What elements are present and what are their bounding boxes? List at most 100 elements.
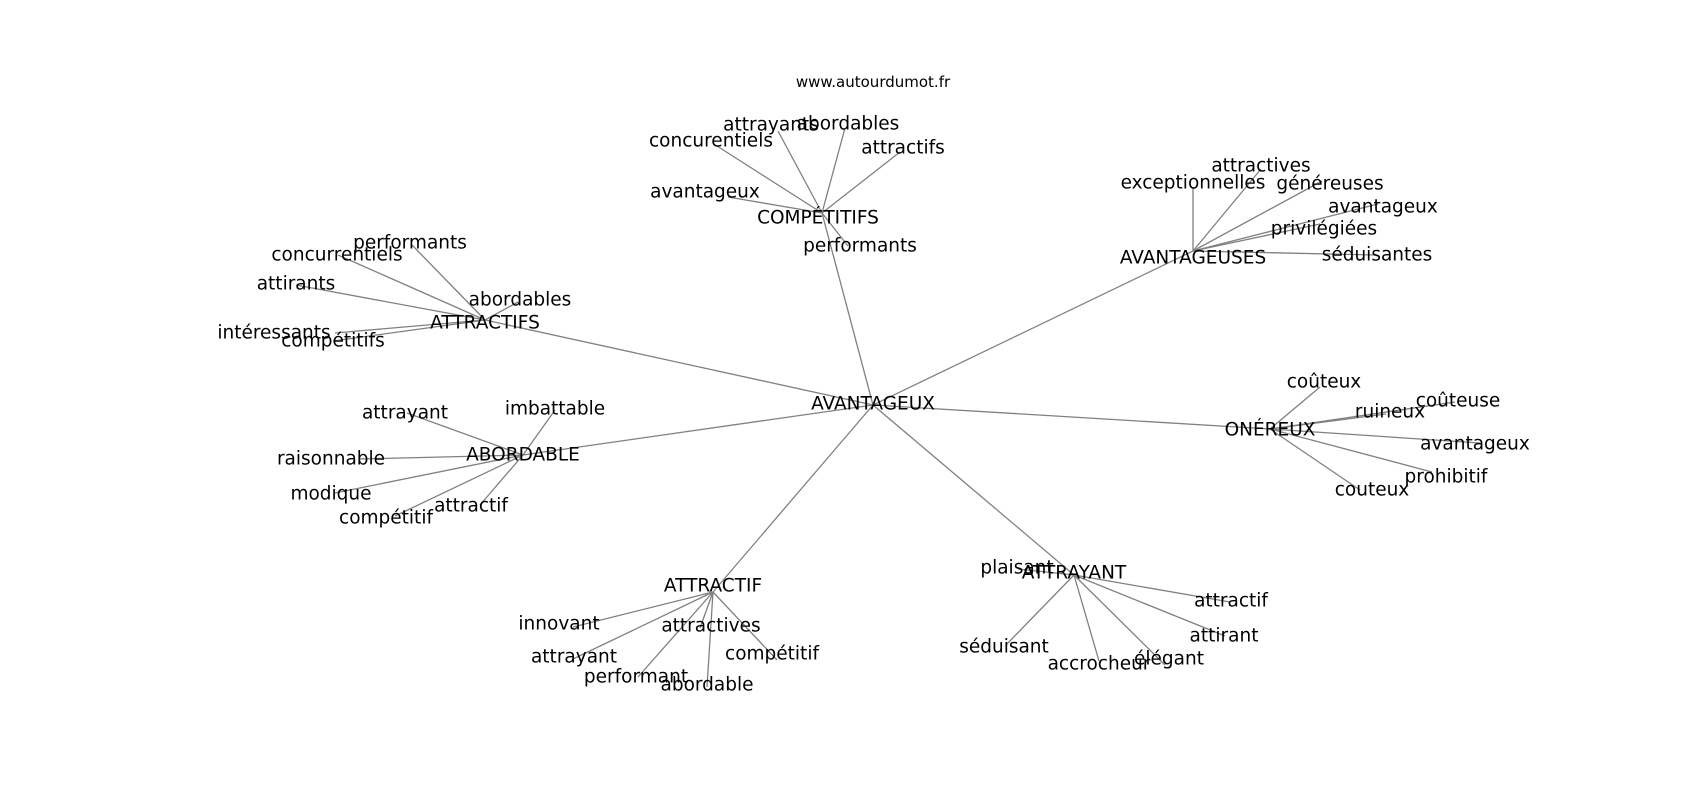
leaf-node-label-plaisant: plaisant <box>980 558 1053 579</box>
edge-attractif-to-attractives <box>699 591 714 629</box>
edge-onereux-to-ruineux <box>1269 413 1387 430</box>
hub-node-label-onereux: ONÉREUX <box>1225 419 1316 441</box>
leaf-node-label-privilegiees: privilégiées <box>1271 219 1377 240</box>
edge-center-to-onereux <box>872 404 1271 430</box>
edge-attractifs-to-performants <box>411 244 486 321</box>
edge-abordable-to-attractif <box>479 454 524 506</box>
edge-abordable-to-competitif <box>394 454 524 517</box>
leaf-node-label-performant: performant <box>584 667 688 688</box>
edge-abordable-to-raisonnable <box>359 454 524 460</box>
leaf-node-label-prohibitif: prohibitif <box>1405 467 1488 488</box>
leaf-node-label-attrayants: attrayants <box>723 115 819 136</box>
leaf-node-label-competitifs: compétitifs <box>281 331 385 352</box>
leaf-node-label-concurentiels: concurentiels <box>649 131 773 152</box>
edge-competitifs-to-concurentiels <box>716 145 823 214</box>
hub-node-label-avantageuses: AVANTAGEUSES <box>1120 248 1266 269</box>
edge-onereux-to-couteux <box>1269 386 1321 430</box>
leaf-node-label-couteuse: coûteuse <box>1416 391 1501 412</box>
leaf-node-label-attirants: attirants <box>257 274 336 295</box>
leaf-node-label-accrocheur: accrocheur <box>1048 654 1151 675</box>
edge-attractif-to-competitif <box>712 591 778 661</box>
leaf-node-label-attractif: attractif <box>434 496 508 517</box>
leaf-node-label-avantageux: avantageux <box>650 182 760 203</box>
edge-attractif-to-performant <box>637 591 714 678</box>
edge-attractif-to-attrayant <box>572 591 714 660</box>
edge-center-to-competitifs <box>821 212 874 406</box>
leaf-node-label-competitif: compétitif <box>725 644 819 665</box>
edge-attrayant-to-attirant <box>1073 574 1226 637</box>
leaf-node-label-concurrentiels: concurrentiels <box>271 245 402 266</box>
edge-onereux-to-couteux <box>1269 428 1361 491</box>
edge-competitifs-to-performants <box>821 212 849 247</box>
edge-competitifs-to-abordables <box>821 127 846 214</box>
source-url: www.autourdumot.fr <box>796 73 951 91</box>
leaf-node-label-couteux: coûteux <box>1287 372 1362 393</box>
leaf-node-label-abordables: abordables <box>469 290 572 311</box>
edge-attrayant-to-accrocheur <box>1073 574 1100 662</box>
edge-avantageuses-to-seduisantes <box>1192 250 1376 256</box>
leaf-node-label-interessants: intéressants <box>217 323 330 344</box>
edge-attractifs-to-attirants <box>295 284 486 321</box>
leaf-node-label-avantageux: avantageux <box>1420 434 1530 455</box>
graph-labels: AVANTAGEUXCOMPÉTITIFSconcurentielsattray… <box>217 114 1530 696</box>
edge-onereux-to-prohibitif <box>1269 428 1433 473</box>
leaf-node-label-attrayant: attrayant <box>531 647 617 668</box>
leaf-node-label-avantageux: avantageux <box>1328 197 1438 218</box>
leaf-node-label-imbattable: imbattable <box>505 399 605 420</box>
edge-abordable-to-attrayant <box>406 412 524 456</box>
leaf-node-label-raisonnable: raisonnable <box>277 449 385 470</box>
hub-node-label-attractif: ATTRACTIF <box>664 576 762 597</box>
edge-attrayant-to-attractif <box>1073 574 1231 603</box>
leaf-node-label-attrayant: attrayant <box>362 403 448 424</box>
edge-onereux-to-avantageux <box>1269 428 1481 444</box>
leaf-node-label-innovant: innovant <box>518 614 599 635</box>
edge-attrayant-to-elegant <box>1073 574 1166 666</box>
edge-attractif-to-innovant <box>572 591 714 628</box>
leaf-node-label-attractives: attractives <box>1211 156 1310 177</box>
hub-node-label-attrayant: ATTRAYANT <box>1022 563 1127 584</box>
edge-avantageuses-to-avantageux <box>1192 203 1379 252</box>
edge-center-to-attractifs <box>484 319 874 406</box>
leaf-node-label-competitif: compétitif <box>339 508 433 529</box>
edge-competitifs-to-avantageux <box>727 196 823 214</box>
edge-center-to-avantageuses <box>872 250 1194 406</box>
hub-node-label-abordable: ABORDABLE <box>466 445 580 466</box>
edge-avantageuses-to-genereuses <box>1192 180 1323 252</box>
leaf-node-label-couteux: couteux <box>1335 480 1410 501</box>
edge-avantageuses-to-privilegiees <box>1192 223 1321 252</box>
edge-attractifs-to-interessants <box>334 319 486 334</box>
edge-abordable-to-imbattable <box>522 409 556 456</box>
leaf-node-label-attirant: attirant <box>1190 626 1259 647</box>
edge-attrayant-to-plaisant <box>1017 568 1075 576</box>
edge-center-to-abordable <box>522 404 874 456</box>
edge-attractifs-to-concurrentiels <box>337 254 486 321</box>
leaf-node-label-ruineux: ruineux <box>1355 402 1425 423</box>
leaf-node-label-abordables: abordables <box>797 114 900 135</box>
graph-edges <box>295 127 1481 688</box>
hub-node-label-competitifs: COMPÉTITIFS <box>757 207 879 229</box>
edge-competitifs-to-attrayants <box>777 130 823 214</box>
leaf-node-label-seduisant: séduisant <box>959 637 1049 658</box>
edge-attrayant-to-seduisant <box>1005 574 1075 646</box>
leaf-node-label-genereuses: généreuses <box>1276 174 1383 195</box>
leaf-node-label-abordable: abordable <box>660 675 753 696</box>
leaf-node-label-attractif: attractif <box>1194 591 1268 612</box>
leaf-node-label-performants: performants <box>803 236 917 257</box>
edge-center-to-attrayant <box>872 404 1075 576</box>
edge-attractifs-to-competitifs <box>332 319 486 342</box>
leaf-node-label-attractives: attractives <box>661 616 760 637</box>
center-node-label: AVANTAGEUX <box>811 394 935 415</box>
leaf-node-label-modique: modique <box>290 484 371 505</box>
edge-center-to-attractif <box>712 404 874 593</box>
edge-attractifs-to-abordables <box>484 301 519 321</box>
hub-node-label-attractifs: ATTRACTIFS <box>430 313 540 334</box>
edge-avantageuses-to-attractives <box>1192 168 1262 252</box>
leaf-node-label-seduisantes: séduisantes <box>1322 245 1433 266</box>
leaf-node-label-exceptionnelles: exceptionnelles <box>1121 173 1266 194</box>
edge-competitifs-to-attractifs <box>821 151 901 214</box>
leaf-node-label-performants: performants <box>353 233 467 254</box>
leaf-node-label-elegant: élégant <box>1134 649 1204 670</box>
leaf-node-label-attractifs: attractifs <box>861 138 945 159</box>
edge-abordable-to-modique <box>334 454 524 494</box>
